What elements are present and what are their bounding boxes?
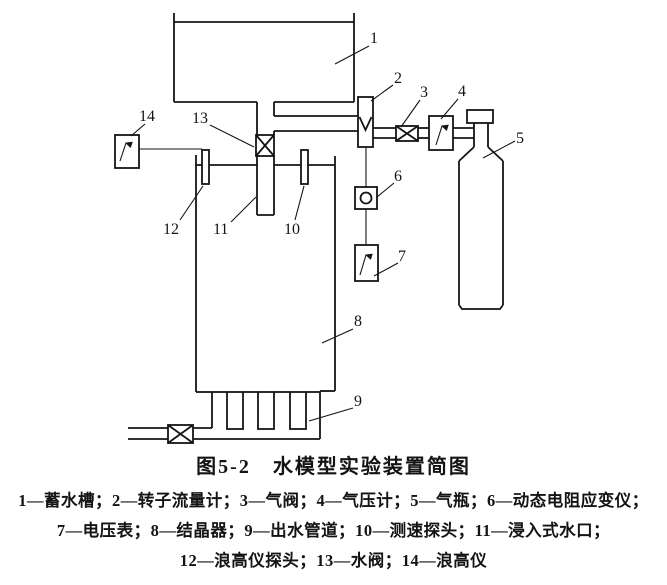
gauge-needle-icon <box>435 124 449 146</box>
immersion-nozzle <box>256 156 275 216</box>
leader-11 <box>230 196 257 223</box>
water-pipe <box>256 102 275 135</box>
part-label-12: 12 <box>163 221 179 238</box>
rotameter <box>357 96 374 148</box>
part-label-1: 1 <box>370 30 378 47</box>
part-label-5: 5 <box>516 130 524 147</box>
drain-valve <box>167 424 194 444</box>
strain-gauge <box>354 186 378 210</box>
leader-2 <box>370 84 394 102</box>
valve-cross-icon <box>255 134 275 157</box>
pressure-gauge-body <box>428 115 454 151</box>
leader-5 <box>482 140 516 159</box>
leader-12 <box>179 185 204 221</box>
figure-title: 图5-2 水模型实验装置简图 <box>196 456 471 478</box>
gas-line <box>373 127 474 139</box>
leader-10 <box>294 185 305 221</box>
part-labels: 1 2 3 4 5 6 7 8 9 10 11 12 13 14 <box>139 30 524 410</box>
outlet-tube <box>257 391 275 430</box>
part-label-7: 7 <box>398 248 406 265</box>
outlet-tube <box>226 391 244 430</box>
part-label-14: 14 <box>139 108 155 125</box>
leader-lines <box>130 45 516 422</box>
mold <box>195 155 336 439</box>
outlet-tube <box>289 391 307 430</box>
valve-cross-icon <box>167 424 194 444</box>
figure-legend-line-1: 1—蓄水槽；2—转子流量计；3—气阀；4—气压计；5—气瓶；6—动态电阻应变仪； <box>18 491 649 510</box>
leader-4 <box>440 98 459 120</box>
valve-cross-icon <box>395 125 419 142</box>
wave-probe <box>201 149 210 185</box>
rotameter-body <box>357 96 374 148</box>
figure-legend-line-2: 7—电压表；8—结晶器；9—出水管道；10—测速探头；11—浸入式水口； <box>56 521 611 540</box>
leader-6 <box>376 182 395 198</box>
leader-14 <box>130 123 146 137</box>
part-label-13: 13 <box>192 110 208 127</box>
bottle-shoulder <box>458 146 475 162</box>
gas-bottle <box>458 109 504 310</box>
leader-13 <box>209 124 255 148</box>
gas-duct <box>274 115 358 132</box>
bottle-shoulder <box>487 146 504 162</box>
wave-meter-needle-icon <box>119 141 133 162</box>
part-label-3: 3 <box>420 84 428 101</box>
bottle-bottom <box>458 304 504 310</box>
part-label-8: 8 <box>354 313 362 330</box>
water-tank <box>173 13 355 103</box>
voltmeter-needle-icon <box>359 253 373 276</box>
leader-3 <box>400 99 421 128</box>
pressure-gauge <box>428 115 454 151</box>
figure-legend-line-3: 12—浪高仪探头；13—水阀；14—浪高仪 <box>179 551 488 570</box>
outlet-tubes <box>226 391 307 430</box>
strain-gauge-dial-icon <box>359 191 373 205</box>
bottle-cap <box>466 109 494 124</box>
water-valve <box>255 134 275 157</box>
velocity-probe <box>300 149 309 185</box>
gas-valve <box>395 125 419 142</box>
wave-meter-body <box>114 134 140 169</box>
voltmeter <box>354 244 379 282</box>
wave-meter <box>114 134 202 169</box>
part-label-2: 2 <box>394 70 402 87</box>
leader-1 <box>334 45 370 65</box>
leader-8 <box>321 328 354 344</box>
strain-gauge-body <box>354 186 378 210</box>
part-label-9: 9 <box>354 393 362 410</box>
part-label-6: 6 <box>394 168 402 185</box>
part-label-4: 4 <box>458 83 466 100</box>
rotameter-float-icon <box>358 116 373 133</box>
leader-7 <box>373 262 399 277</box>
part-label-11: 11 <box>213 221 228 238</box>
part-label-10: 10 <box>284 221 300 238</box>
leader-9 <box>308 407 354 422</box>
